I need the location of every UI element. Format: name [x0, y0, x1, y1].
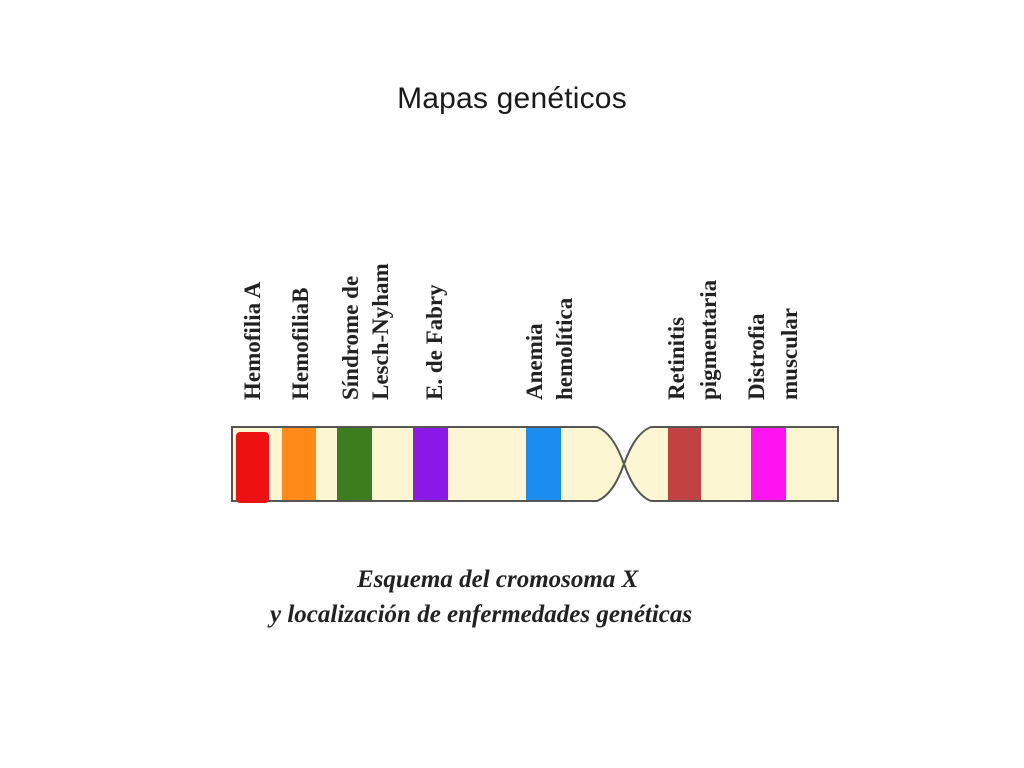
label-distrofia-line2: muscular [777, 308, 802, 400]
band-sindrome-lesch-nyham [337, 428, 372, 500]
band-retinitis-pigmentaria [668, 428, 701, 500]
label-sindrome-line1: Síndrome de [338, 276, 363, 400]
band-hemofilia-b [282, 428, 316, 500]
label-distrofia-line1: Distrofia [744, 313, 769, 400]
label-fabry: E. de Fabry [422, 284, 447, 400]
band-distrofia-muscular [751, 428, 786, 500]
label-hemofilia-a: Hemofilia A [240, 281, 265, 400]
band-fabry [413, 428, 448, 500]
label-retinitis-line2: pigmentaria [696, 279, 721, 400]
label-hemofilia-b: HemofiliaB [288, 288, 313, 400]
label-retinitis-line1: Retinitis [664, 317, 689, 400]
label-anemia-line1: Anemia [522, 323, 547, 400]
caption-line-2: y localización de enfermedades genéticas [270, 601, 693, 628]
band-anemia-hemolitica [526, 428, 561, 500]
label-anemia-line2: hemolítica [552, 297, 577, 400]
diagram-caption: Esquema del cromosoma X y localización d… [270, 562, 750, 632]
caption-line-1: Esquema del cromosoma X [357, 566, 639, 593]
label-sindrome-line2: Lesch-Nyham [368, 263, 393, 400]
band-hemofilia-a [236, 432, 269, 503]
slide-title: Mapas genéticos [397, 82, 627, 115]
